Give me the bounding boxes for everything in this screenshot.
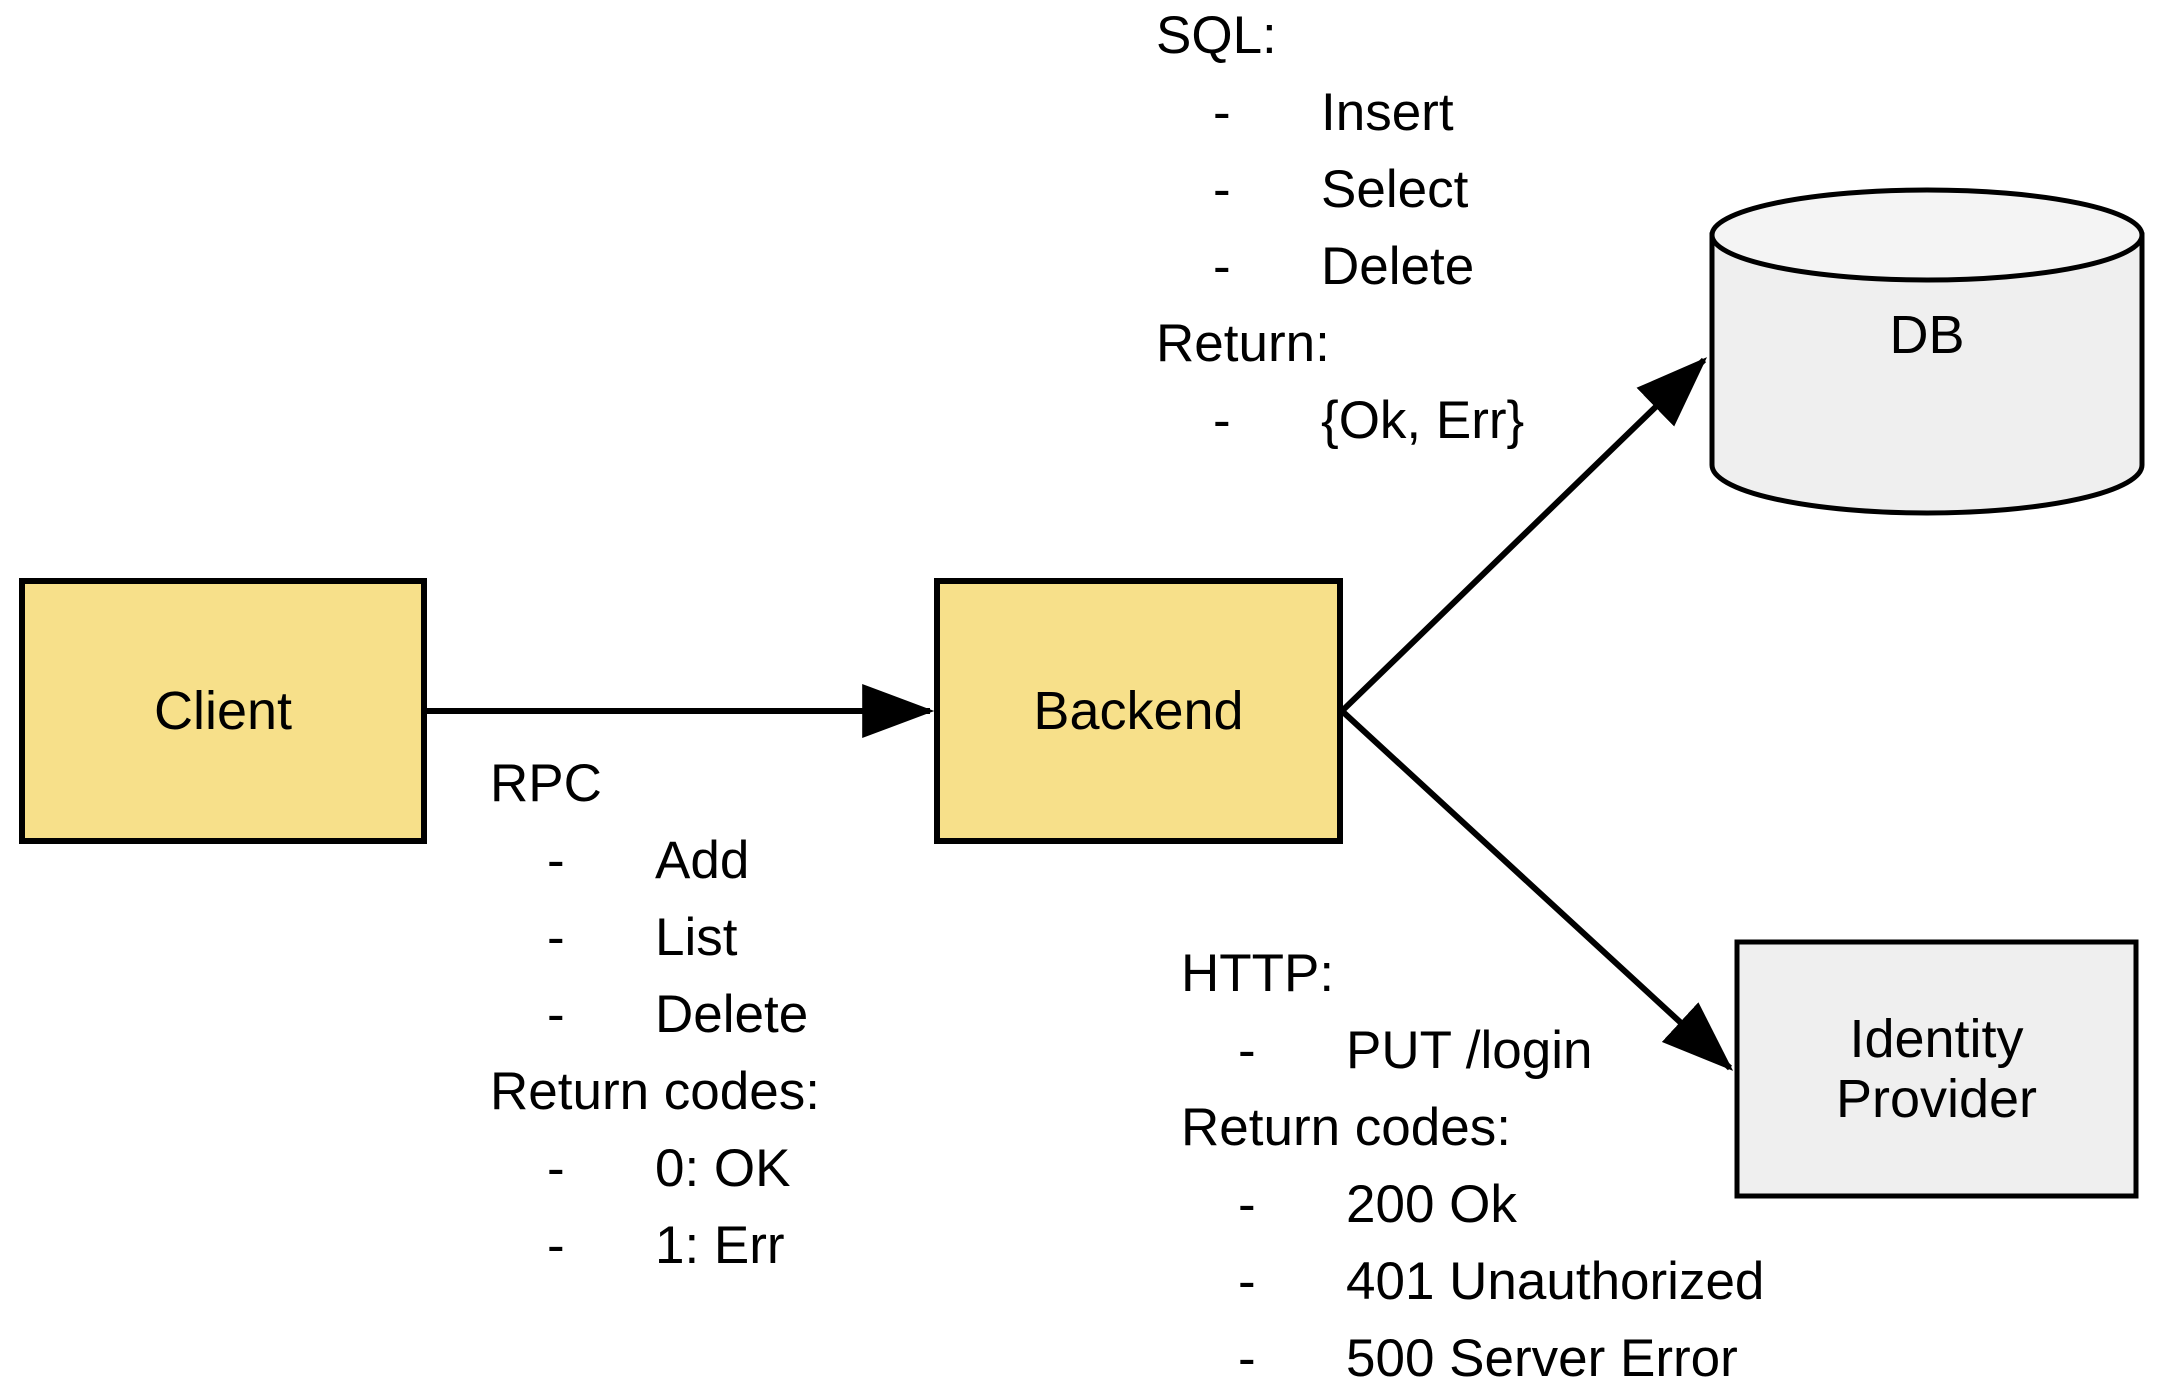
annotation-http-return-item-2-text: 500 Server Error bbox=[1346, 1329, 1738, 1388]
bullet-dash-icon: - bbox=[1213, 83, 1231, 142]
bullet-dash-icon: - bbox=[547, 1216, 565, 1275]
annotation-rpc-item-2: - Delete bbox=[490, 976, 820, 1053]
annotation-rpc-return-item-0-text: 0: OK bbox=[655, 1139, 791, 1198]
bullet-dash-icon: - bbox=[1213, 391, 1231, 450]
annotation-rpc-item-0-text: Add bbox=[655, 831, 750, 890]
annotation-http-item-0-text: PUT /login bbox=[1346, 1021, 1593, 1080]
annotation-http-return-item-2: - 500 Server Error bbox=[1181, 1320, 1764, 1397]
annotation-http-return-item-0-text: 200 Ok bbox=[1346, 1175, 1517, 1234]
annotation-sql-item-1: - Select bbox=[1156, 151, 1524, 228]
annotation-http-return-item-1-text: 401 Unauthorized bbox=[1346, 1252, 1765, 1311]
annotation-http-return-item-0: - 200 Ok bbox=[1181, 1166, 1764, 1243]
annotation-http-heading: HTTP: bbox=[1181, 944, 1335, 1003]
bullet-dash-icon: - bbox=[1238, 1329, 1256, 1388]
annotation-rpc-return-heading: Return codes: bbox=[490, 1062, 820, 1121]
annotation-http-return-item-1: - 401 Unauthorized bbox=[1181, 1243, 1764, 1320]
annotation-sql-item-2-text: Delete bbox=[1321, 237, 1475, 296]
annotation-rpc-return-item-0: - 0: OK bbox=[490, 1130, 820, 1207]
annotation-sql: SQL: - Insert - Select - Delete Return: … bbox=[1156, 0, 1524, 459]
bullet-dash-icon: - bbox=[1238, 1021, 1256, 1080]
annotation-sql-item-2: - Delete bbox=[1156, 228, 1524, 305]
bullet-dash-icon: - bbox=[547, 1139, 565, 1198]
annotation-rpc-item-1: - List bbox=[490, 899, 820, 976]
node-identity-provider[interactable] bbox=[1737, 942, 2136, 1196]
bullet-dash-icon: - bbox=[1213, 237, 1231, 296]
bullet-dash-icon: - bbox=[547, 985, 565, 1044]
bullet-dash-icon: - bbox=[547, 831, 565, 890]
annotation-rpc-heading: RPC bbox=[490, 754, 602, 813]
annotation-sql-heading: SQL: bbox=[1156, 6, 1277, 65]
annotation-sql-return-item-0: - {Ok, Err} bbox=[1156, 382, 1524, 459]
annotation-sql-return-heading: Return: bbox=[1156, 314, 1330, 373]
annotation-http: HTTP: - PUT /login Return codes: - 200 O… bbox=[1181, 935, 1764, 1397]
annotation-http-item-0: - PUT /login bbox=[1181, 1012, 1764, 1089]
node-backend[interactable] bbox=[937, 581, 1340, 841]
annotation-http-return-heading: Return codes: bbox=[1181, 1098, 1511, 1157]
annotation-sql-item-1-text: Select bbox=[1321, 160, 1469, 219]
bullet-dash-icon: - bbox=[1238, 1175, 1256, 1234]
node-client[interactable] bbox=[22, 581, 424, 841]
node-db[interactable] bbox=[1712, 190, 2142, 513]
bullet-dash-icon: - bbox=[1213, 160, 1231, 219]
bullet-dash-icon: - bbox=[1238, 1252, 1256, 1311]
annotation-rpc-return-item-1: - 1: Err bbox=[490, 1207, 820, 1284]
annotation-rpc-return-item-1-text: 1: Err bbox=[655, 1216, 785, 1275]
annotation-sql-return-item-0-text: {Ok, Err} bbox=[1321, 391, 1525, 450]
annotation-rpc-item-2-text: Delete bbox=[655, 985, 809, 1044]
annotation-sql-item-0: - Insert bbox=[1156, 74, 1524, 151]
bullet-dash-icon: - bbox=[547, 908, 565, 967]
annotation-sql-item-0-text: Insert bbox=[1321, 83, 1454, 142]
annotation-rpc: RPC - Add - List - Delete Return codes: … bbox=[490, 745, 820, 1284]
annotation-rpc-item-1-text: List bbox=[655, 908, 738, 967]
annotation-rpc-item-0: - Add bbox=[490, 822, 820, 899]
